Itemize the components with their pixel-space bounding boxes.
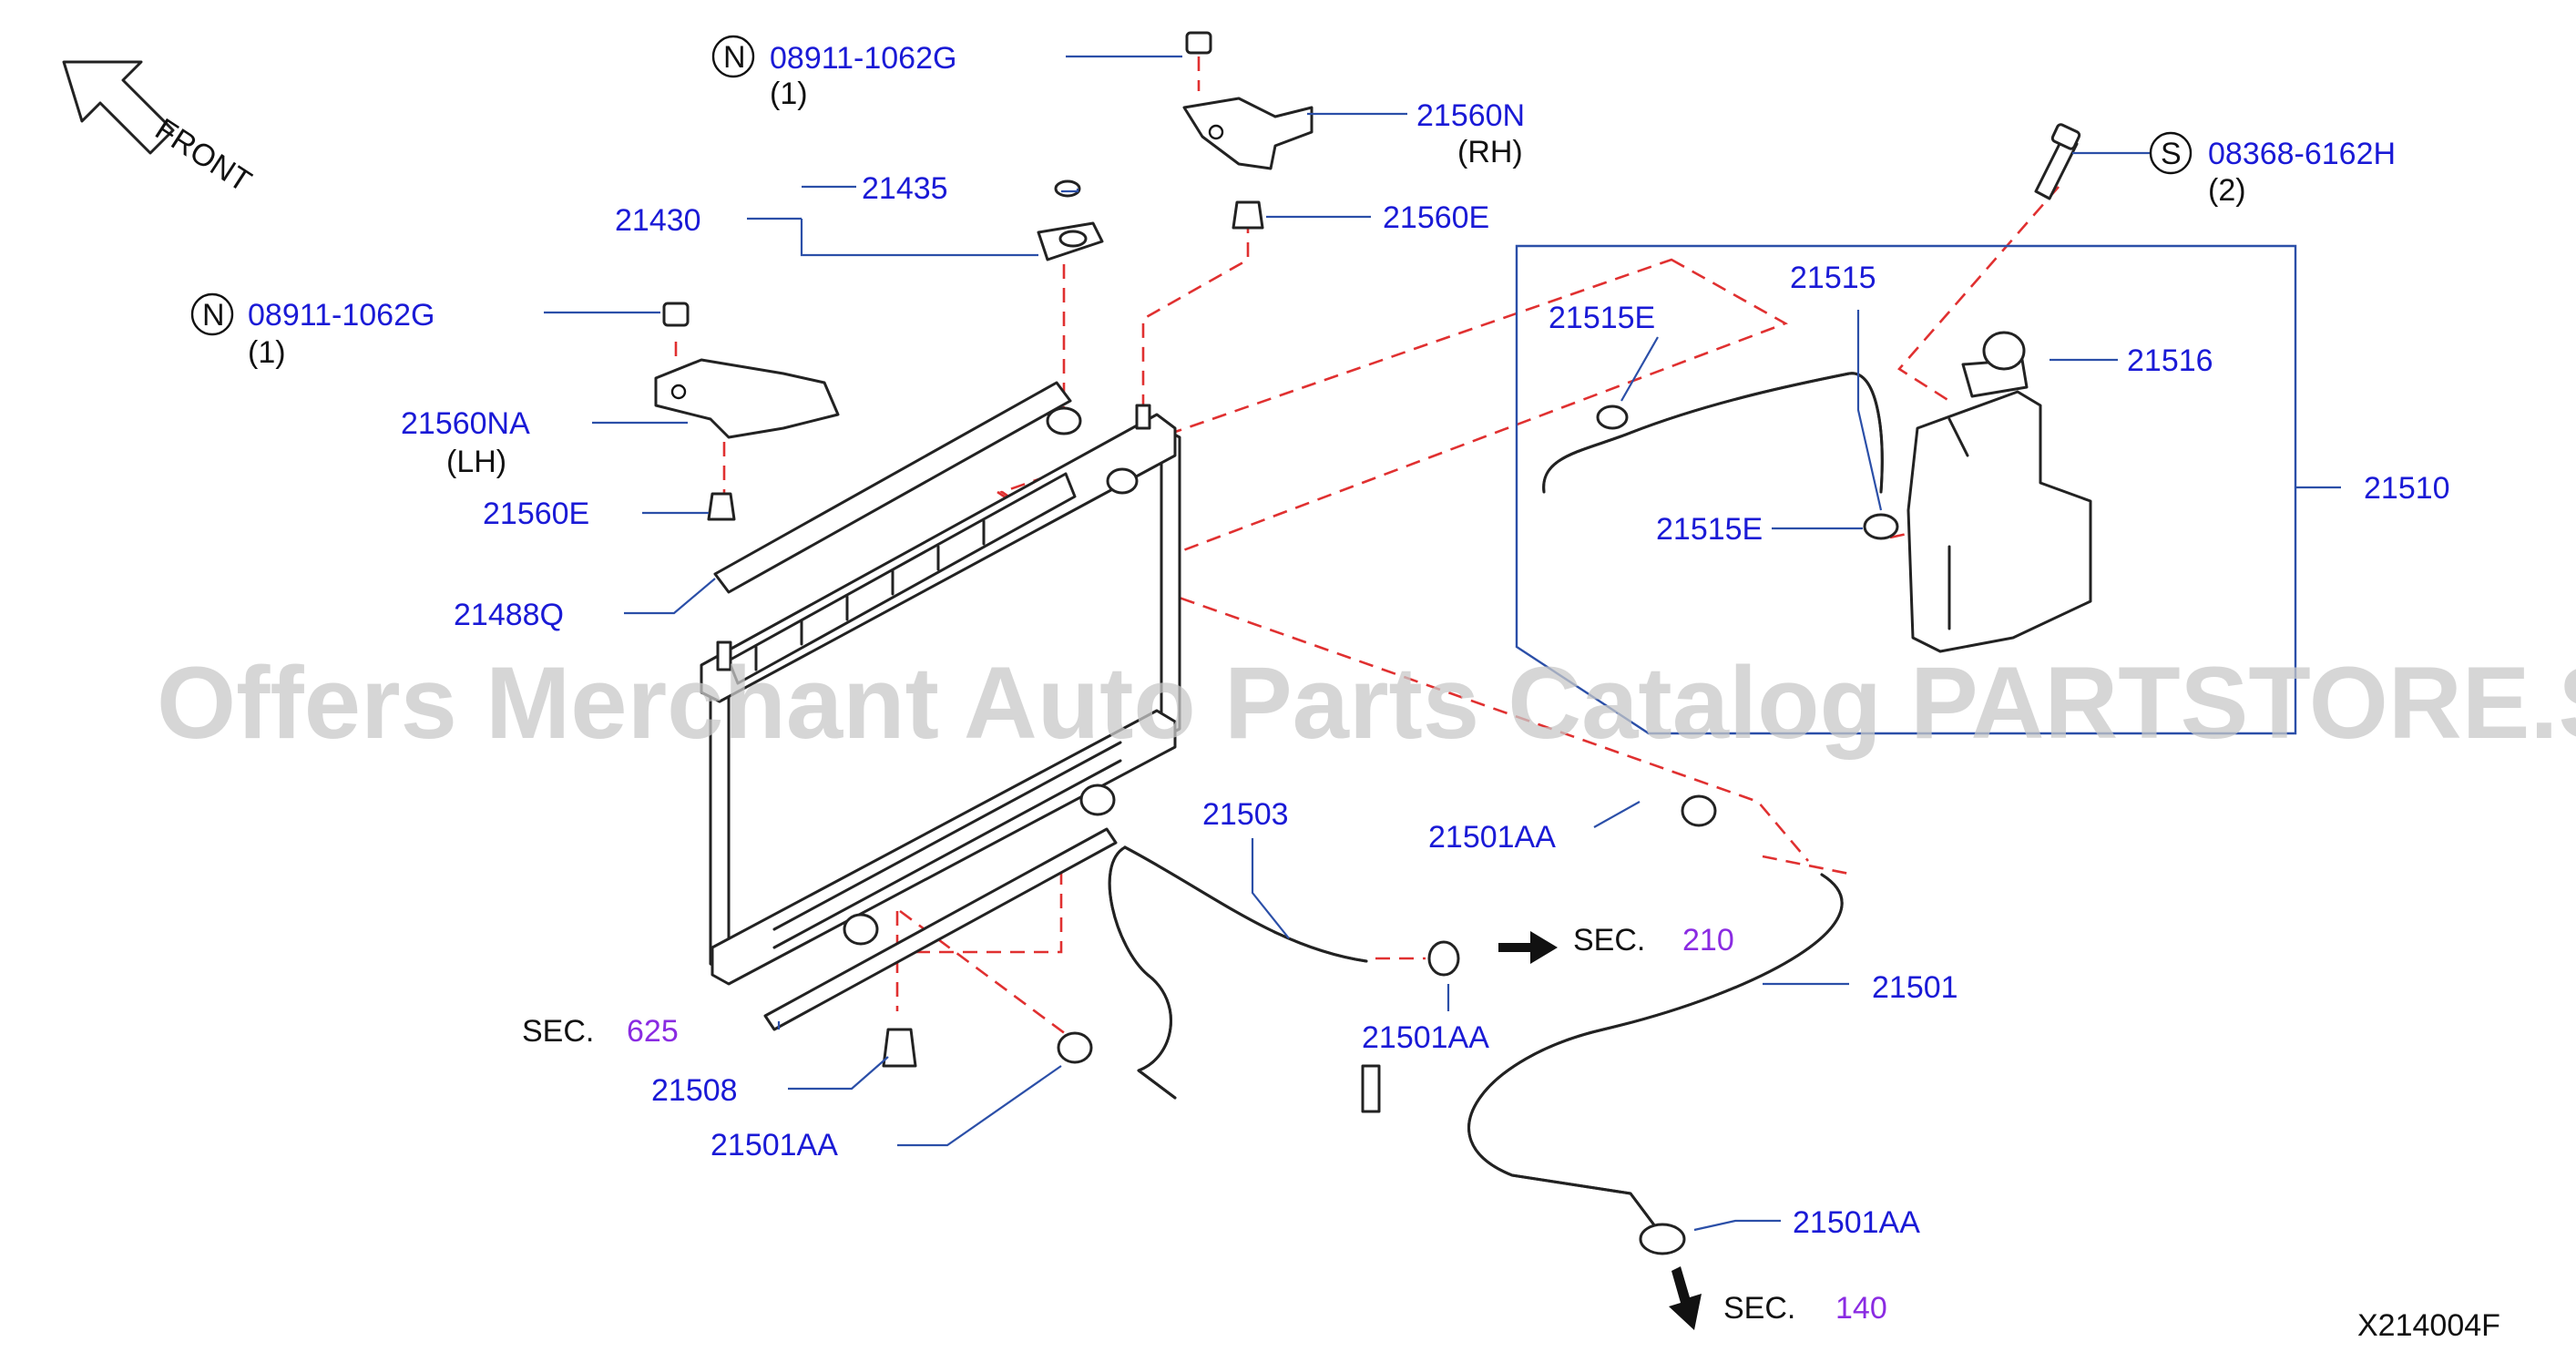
svg-text:SEC.: SEC.	[1723, 1291, 1795, 1326]
clamp-b-icon	[1863, 513, 1899, 540]
label-08911-1062g-left: 08911-1062G	[248, 298, 434, 333]
s-symbol: S	[2149, 131, 2193, 175]
label-21501aa-mid: 21501AA	[1362, 1020, 1489, 1055]
radiator-cap	[1037, 221, 1104, 261]
arrow-to-sec-140-icon	[1669, 1266, 1702, 1330]
reservoir-cap-icon	[1982, 331, 2026, 371]
watermark: Offers Merchant Auto Parts Catalog PARTS…	[157, 646, 2576, 760]
clamp-c-icon	[1057, 1031, 1093, 1064]
label-21435: 21435	[862, 171, 948, 206]
label-21560n: 21560N	[1416, 98, 1525, 133]
n-symbol-left: N	[190, 292, 234, 336]
svg-text:SEC.: SEC.	[522, 1014, 594, 1049]
label-21501aa-center: 21501AA	[1428, 820, 1556, 855]
nut-left-icon	[662, 302, 690, 327]
label-qty-left: (1)	[248, 335, 286, 370]
label-21560e-top: 21560E	[1383, 200, 1489, 235]
label-qty-top: (1)	[770, 77, 808, 111]
section-ref-210[interactable]: SEC. 210	[1573, 923, 1734, 958]
label-21503: 21503	[1202, 797, 1289, 832]
bracket-lh	[654, 358, 840, 439]
mount-top-icon	[1232, 200, 1264, 230]
diagram-code: X214004F	[2357, 1308, 2500, 1343]
svg-text:210: 210	[1682, 923, 1734, 958]
label-08368-6162h: 08368-6162H	[2208, 137, 2396, 171]
label-rh: (RH)	[1457, 135, 1523, 169]
label-21515e-top: 21515E	[1549, 301, 1655, 335]
label-21508: 21508	[651, 1073, 738, 1108]
label-21510: 21510	[2364, 471, 2450, 506]
label-21560e-left: 21560E	[483, 497, 589, 531]
clamp-a-icon	[1596, 405, 1629, 430]
svg-text:S: S	[2161, 137, 2182, 171]
front-label: FRONT	[149, 112, 258, 200]
section-ref-140[interactable]: SEC. 140	[1723, 1291, 1887, 1326]
label-21430: 21430	[615, 203, 701, 238]
label-08911-1062g-top: 08911-1062G	[770, 41, 956, 76]
label-lh: (LH)	[446, 445, 506, 479]
reservoir-group-box	[1515, 244, 2297, 735]
drain-plug-icon	[882, 1028, 917, 1068]
radiator	[700, 404, 1181, 986]
label-21488q: 21488Q	[454, 598, 564, 632]
section-ref-625[interactable]: SEC. 625	[522, 1014, 679, 1049]
svg-text:SEC.: SEC.	[1573, 923, 1645, 958]
radiator-seal-lower	[763, 827, 1118, 1031]
label-21501aa-left: 21501AA	[710, 1128, 838, 1163]
svg-text:N: N	[723, 40, 746, 75]
bolt-icon	[2034, 123, 2081, 200]
clamp-f-icon	[1639, 1223, 1686, 1255]
clamp-d-icon	[1427, 940, 1460, 977]
front-arrow-icon	[62, 60, 175, 155]
clamp-e-icon	[1681, 794, 1717, 827]
reservoir-tank	[1906, 358, 2092, 653]
reservoir-hose	[1542, 372, 1884, 494]
mount-left-icon	[707, 492, 736, 521]
n-symbol-top: N	[711, 35, 755, 78]
label-21515: 21515	[1790, 261, 1876, 295]
label-21501aa-right: 21501AA	[1793, 1205, 1920, 1240]
nut-top-icon	[1185, 31, 1212, 55]
leader-lines	[544, 55, 2341, 1232]
lower-hose	[1108, 845, 1368, 1100]
radiator-seal-upper	[713, 381, 1072, 594]
svg-text:N: N	[202, 298, 225, 333]
label-21516: 21516	[2127, 343, 2213, 378]
label-21501: 21501	[1872, 970, 1958, 1005]
label-21560na: 21560NA	[401, 406, 530, 441]
svg-text:625: 625	[627, 1014, 679, 1049]
label-qty-bolt: (2)	[2208, 173, 2246, 208]
bracket-rh	[1182, 97, 1314, 170]
small-bolt-icon	[1361, 1064, 1381, 1113]
upper-hose	[1467, 873, 1844, 1232]
arrow-to-sec-210-icon	[1498, 931, 1558, 964]
label-21515e-bottom: 21515E	[1656, 512, 1763, 547]
svg-text:140: 140	[1835, 1291, 1887, 1326]
cap-seal-ring	[1054, 179, 1081, 198]
